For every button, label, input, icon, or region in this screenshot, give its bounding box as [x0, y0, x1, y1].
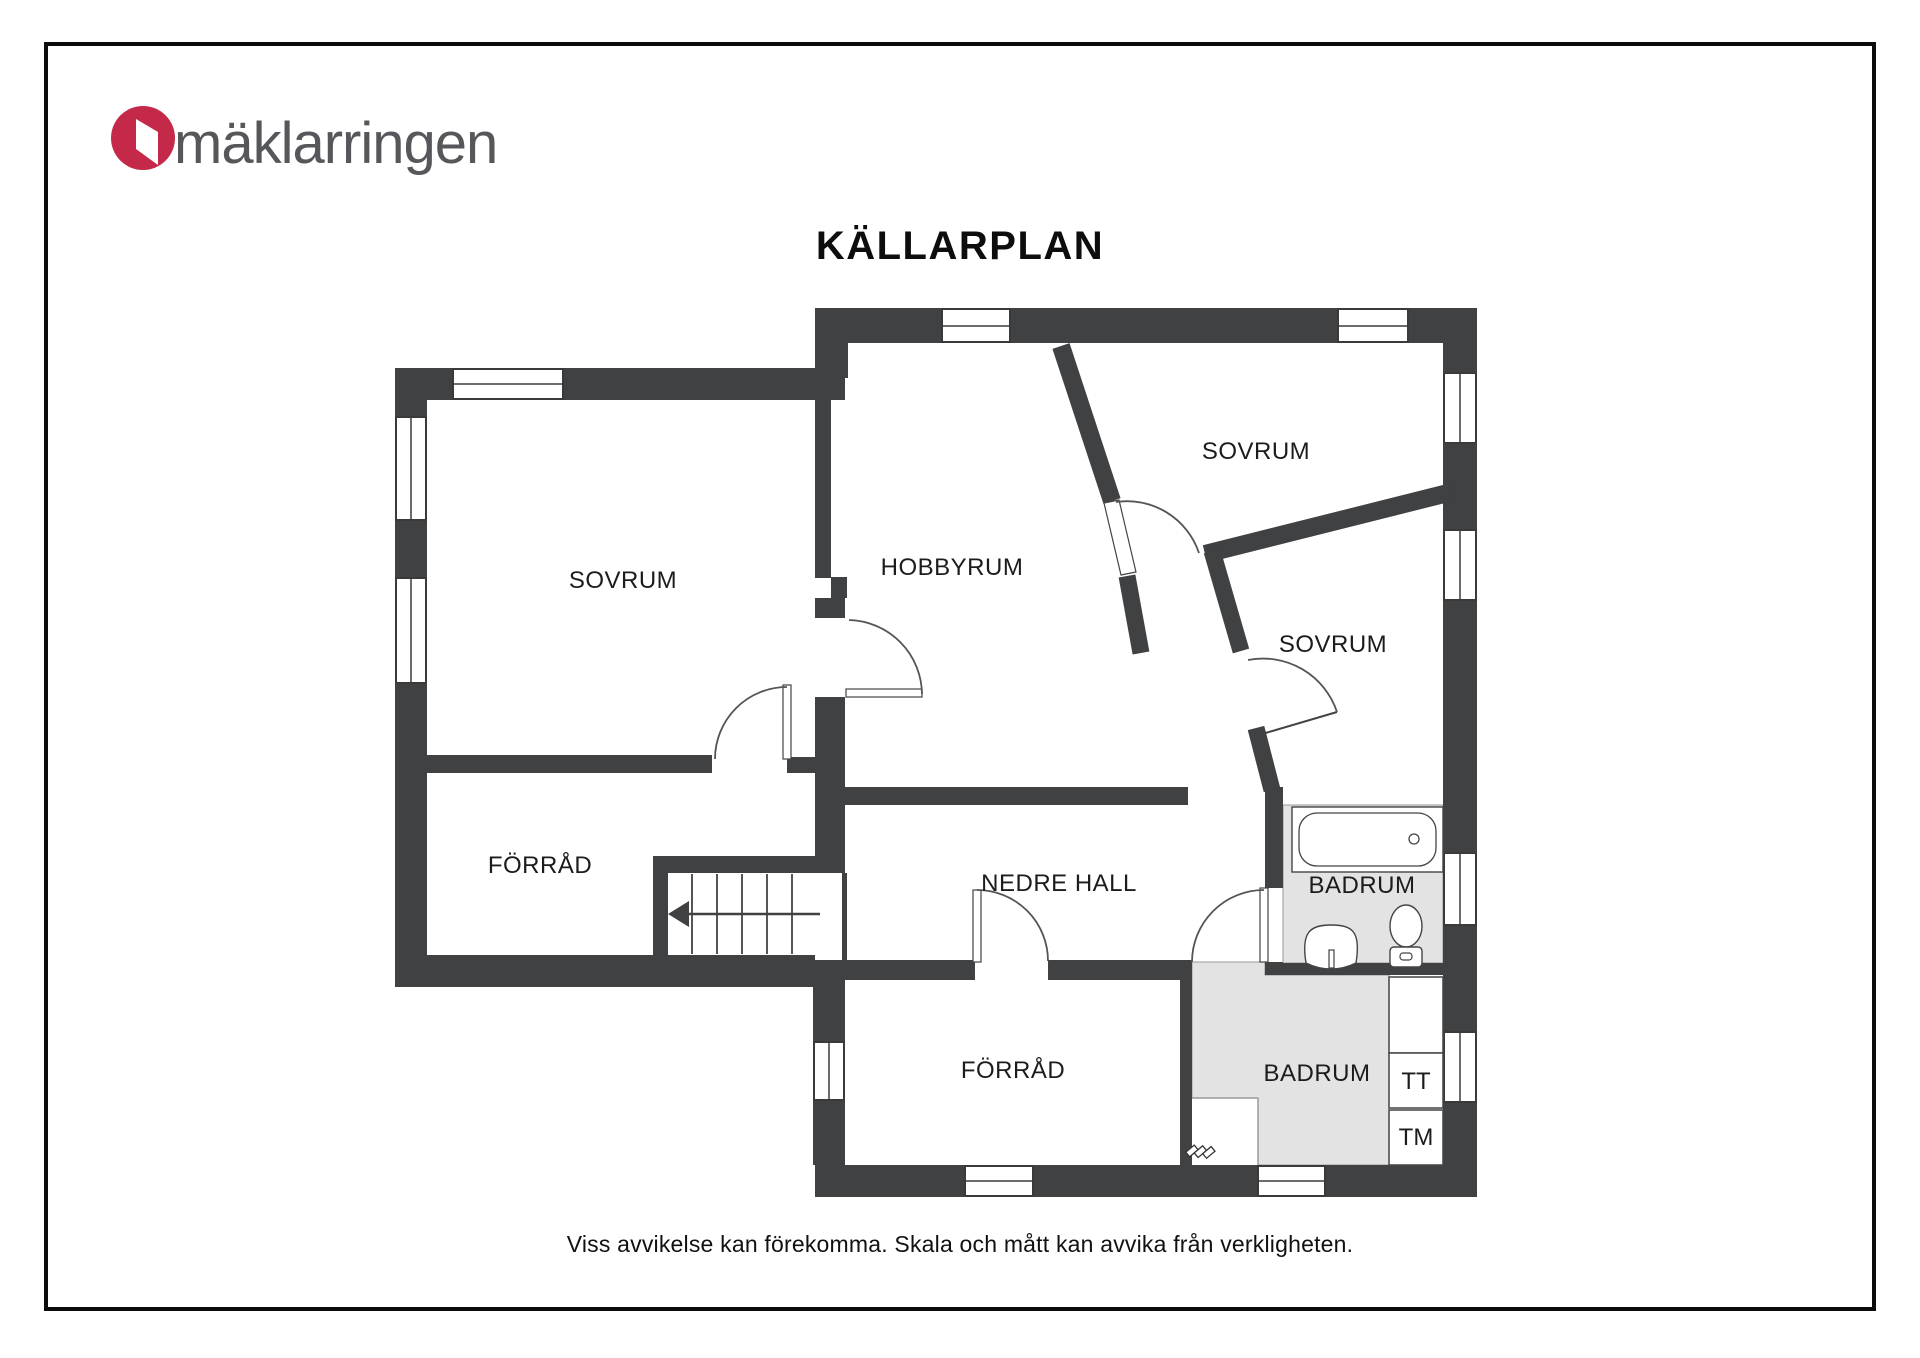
- wall-shared-b: [815, 697, 845, 873]
- wall-hobby-hall: [845, 787, 1188, 805]
- door-leaf: [1259, 887, 1269, 963]
- door-arc: [1191, 889, 1265, 963]
- wall-leftwing-bottom: [395, 955, 815, 987]
- wall-shared-a: [815, 598, 845, 618]
- room-label-badrum-lower: BADRUM: [1263, 1060, 1370, 1087]
- tumble-dryer-box: [1388, 1052, 1444, 1109]
- room-label-forrad-left: FÖRRÅD: [488, 851, 592, 879]
- wall-stairs-left: [653, 856, 668, 955]
- room-label-nedre-hall: NEDRE HALL: [981, 870, 1137, 897]
- page-border: [44, 42, 1876, 1311]
- floor-drain-icon: [1184, 1144, 1216, 1160]
- bathtub-inner: [1298, 812, 1437, 867]
- wall-forrad-west-a: [813, 960, 845, 1042]
- wall-diagonal-badrum: [1247, 725, 1281, 793]
- toilet-tank: [1389, 946, 1423, 968]
- sink-tap: [1328, 949, 1335, 969]
- stair-edge-line: [842, 873, 847, 960]
- door-arc: [976, 889, 1049, 962]
- door-leaf: [1261, 711, 1338, 735]
- doors: [714, 499, 1338, 963]
- door-leaf: [972, 889, 982, 963]
- door-leaf: [1103, 499, 1137, 576]
- appliance-box: [1388, 976, 1444, 1054]
- page-title: KÄLLARPLAN: [815, 224, 1105, 268]
- room-label-hobbyrum: HOBBYRUM: [881, 554, 1024, 581]
- wall-diagonal-sovrum: [1202, 483, 1455, 563]
- room-label-sovrum-right: SOVRUM: [1279, 631, 1387, 658]
- door-arc: [714, 686, 788, 760]
- toilet-button: [1399, 952, 1413, 961]
- door-leaf: [845, 688, 923, 698]
- maklarringen-logo: mäklarringen: [111, 106, 498, 176]
- wall-forrad-badrum: [1180, 975, 1192, 1165]
- door-icon: [136, 119, 158, 165]
- room-labels: SOVRUM HOBBYRUM SOVRUM SOVRUM FÖRRÅD NED…: [488, 438, 1434, 1151]
- fixtures: [1184, 806, 1444, 1166]
- wall-sovrum-forrad-b: [787, 757, 815, 773]
- room-label-sovrum-top-right: SOVRUM: [1202, 438, 1310, 465]
- window-midlines: [410, 325, 1461, 1182]
- door-arc: [1115, 500, 1200, 554]
- toilet-icon: [1389, 904, 1423, 948]
- wall-sovrum-forrad: [427, 755, 712, 773]
- staircase: [668, 874, 820, 954]
- label-tumble-dryer: TT: [1401, 1068, 1431, 1095]
- door-arc: [1247, 657, 1338, 713]
- door-leaf: [782, 684, 792, 760]
- wall-diagonal-stub: [1118, 574, 1150, 655]
- wall-badrum-west: [1265, 787, 1283, 888]
- wall-stairs-top: [653, 856, 822, 873]
- wall-forrad-west-b: [813, 1100, 845, 1165]
- wall-bottom: [815, 1165, 1477, 1197]
- wall-shared-thin: [815, 377, 831, 578]
- label-washing-machine: TM: [1399, 1124, 1434, 1151]
- sink-icon: [1304, 924, 1359, 970]
- room-label-forrad-bottom: FÖRRÅD: [961, 1056, 1065, 1084]
- room-label-sovrum-left: SOVRUM: [569, 567, 677, 594]
- bathtub-icon: [1291, 806, 1444, 873]
- room-label-badrum-upper: BADRUM: [1308, 872, 1415, 899]
- wall-hall-bottom-left: [845, 960, 975, 980]
- wall-diagonal-hallway: [1203, 548, 1250, 654]
- bathtub-drain: [1408, 833, 1420, 845]
- icon-part: [1201, 1145, 1216, 1160]
- washing-machine-box: [1388, 1109, 1444, 1166]
- wall-nub: [831, 577, 847, 598]
- logo-brand-text: mäklarringen: [174, 111, 497, 176]
- door-arc: [848, 619, 923, 695]
- stair-direction-arrow-icon: [668, 901, 689, 927]
- disclaimer-text: Viss avvikelse kan förekomma. Skala och …: [566, 1231, 1354, 1257]
- wall-hall-bottom-right: [1048, 960, 1192, 980]
- wall-diagonal-hobby: [1052, 343, 1121, 504]
